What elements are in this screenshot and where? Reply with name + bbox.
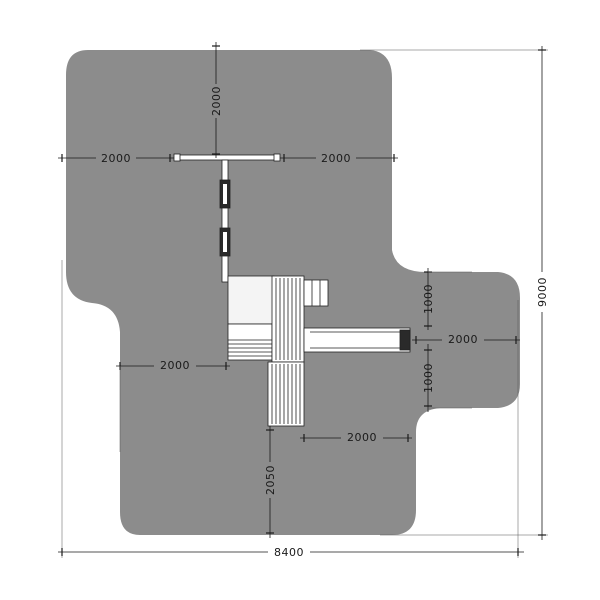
dimension-slide-end: 2000 bbox=[412, 332, 520, 346]
dimension-ladder-bottom: 2050 bbox=[262, 426, 278, 538]
dimension-ladder-right: 2000 bbox=[300, 430, 412, 444]
dim-label-swing-right: 2000 bbox=[321, 152, 351, 165]
dim-label-slide-end: 2000 bbox=[448, 333, 478, 346]
swing-beam bbox=[175, 154, 279, 161]
ladder bbox=[267, 361, 305, 427]
swing-leg-left bbox=[173, 153, 181, 162]
ladder-rungs bbox=[271, 364, 301, 424]
dimension-overall-height: 9000 bbox=[534, 46, 550, 540]
dim-label-tower-left: 2000 bbox=[160, 359, 190, 372]
swing-arm bbox=[221, 159, 229, 283]
dimension-slide-lower: 1000 bbox=[422, 344, 472, 412]
dimension-swing-left: 2000 bbox=[58, 150, 174, 165]
dimension-slide-upper: 1000 bbox=[422, 268, 472, 330]
platform-slats bbox=[275, 278, 301, 360]
play-equipment bbox=[173, 153, 411, 427]
dimension-swing-right: 2000 bbox=[280, 150, 398, 165]
dim-label-slide-lower: 1000 bbox=[422, 363, 435, 393]
swing-leg-right bbox=[273, 153, 281, 162]
extension-lines bbox=[61, 49, 548, 558]
dim-label-overall-width: 8400 bbox=[274, 546, 304, 559]
dim-label-ladder-bottom: 2050 bbox=[264, 465, 277, 495]
dim-label-ladder-right: 2000 bbox=[347, 431, 377, 444]
dimension-overall-width: 8400 bbox=[58, 545, 524, 559]
tower-panel bbox=[227, 323, 273, 361]
dim-label-overall-height: 9000 bbox=[536, 277, 549, 307]
tower-deck bbox=[227, 275, 275, 325]
side-rail bbox=[303, 279, 329, 307]
dim-label-swing-left: 2000 bbox=[101, 152, 131, 165]
dim-label-swing-top: 2000 bbox=[210, 86, 223, 116]
dim-label-slide-upper: 1000 bbox=[422, 284, 435, 314]
dimension-tower-left: 2000 bbox=[116, 358, 230, 452]
dimension-swing-top: 2000 bbox=[208, 42, 224, 158]
tower-panel-slats bbox=[228, 339, 272, 357]
